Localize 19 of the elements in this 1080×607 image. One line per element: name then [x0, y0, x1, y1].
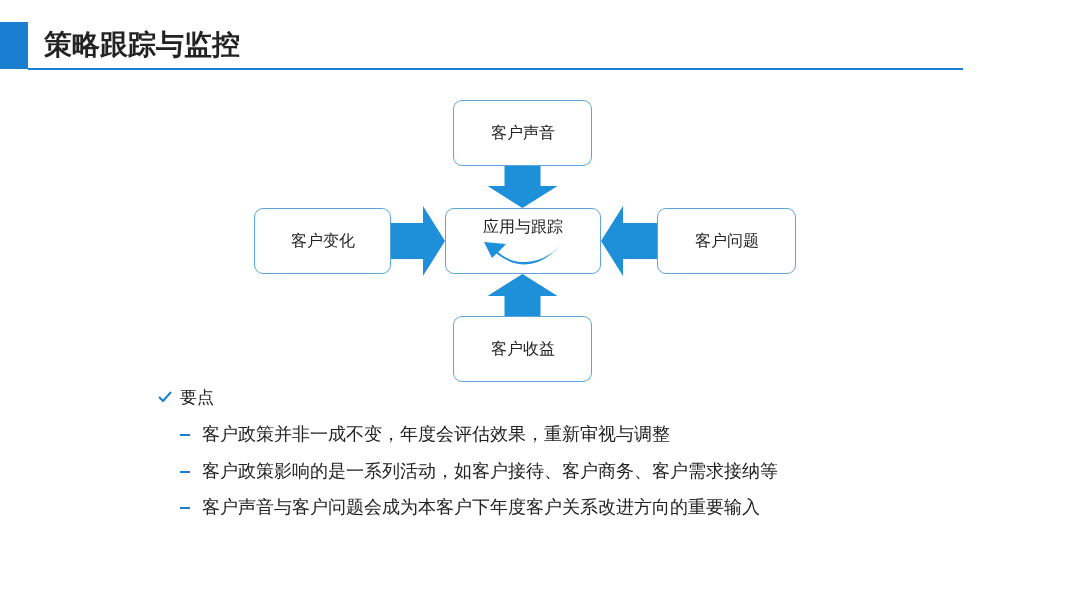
rounded-box: [453, 316, 592, 382]
section-heading: 要点: [180, 386, 214, 409]
box-label: 应用与跟踪: [483, 217, 563, 238]
bullet-text: 客户声音与客户问题会成为本客户下年度客户关系改进方向的重要输入: [202, 496, 760, 519]
block-arrow: [391, 206, 445, 276]
rounded-box: [657, 208, 796, 274]
box-label: 客户变化: [290, 230, 355, 252]
block-arrow: [487, 166, 558, 208]
slide-title: 策略跟踪与监控: [44, 27, 240, 63]
box-label: 客户收益: [490, 338, 555, 360]
box-label: 客户问题: [694, 230, 759, 252]
bullet-text: 客户政策并非一成不变，年度会评估效果，重新审视与调整: [202, 423, 670, 446]
rounded-box: [254, 208, 391, 274]
block-arrow: [601, 206, 657, 276]
rounded-box: [453, 100, 592, 166]
bullet-text: 客户政策影响的是一系列活动，如客户接待、客户商务、客户需求接纳等: [202, 459, 778, 483]
block-arrow: [487, 274, 558, 316]
box-label: 客户声音: [490, 122, 555, 144]
rounded-box: [445, 208, 601, 274]
